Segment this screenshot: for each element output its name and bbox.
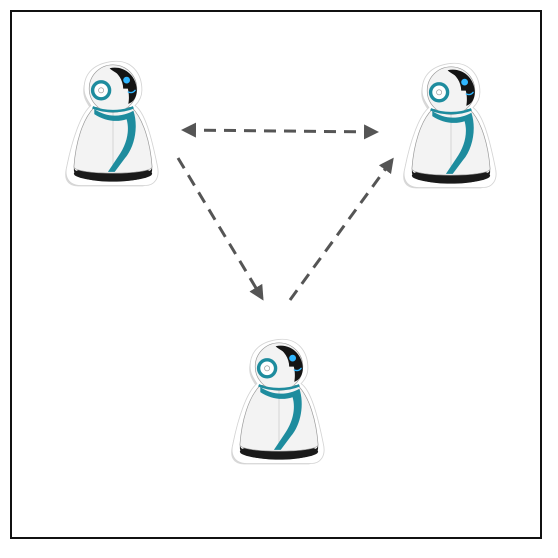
arrow-bottom-right (288, 157, 394, 301)
robot-icon (63, 59, 160, 189)
robot-right (401, 61, 498, 191)
robot-left (63, 59, 160, 189)
robot-bottom (229, 337, 326, 467)
arrow-left-bottom (176, 157, 264, 301)
robot-icon (229, 337, 326, 467)
arrow-left-right (181, 122, 379, 140)
robot-icon (401, 61, 498, 191)
